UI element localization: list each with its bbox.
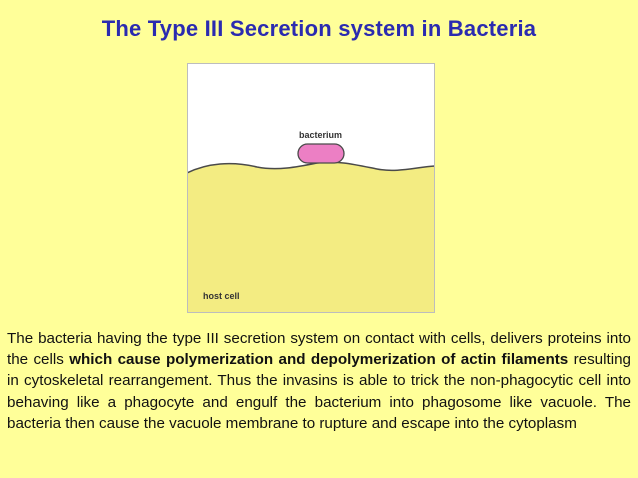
figure-svg: bacterium host cell [187,63,435,313]
description-paragraph: The bacteria having the type III secreti… [7,328,631,434]
host-cell-body [187,162,435,313]
description-bold-part: which cause polymerization and depolymer… [69,351,569,369]
description-part-3: resulting in cytoskeletal rearrangement.… [7,351,631,432]
description-part-1: The bacteria having the type III secreti… [7,330,631,369]
type-iii-secretion-figure: bacterium host cell [187,63,435,313]
bacterium-label: bacterium [299,130,342,140]
host-cell-label: host cell [203,291,240,301]
slide-title: The Type III Secretion system in Bacteri… [101,16,537,41]
bacterium-shape [297,143,345,164]
figure-border [187,63,435,313]
